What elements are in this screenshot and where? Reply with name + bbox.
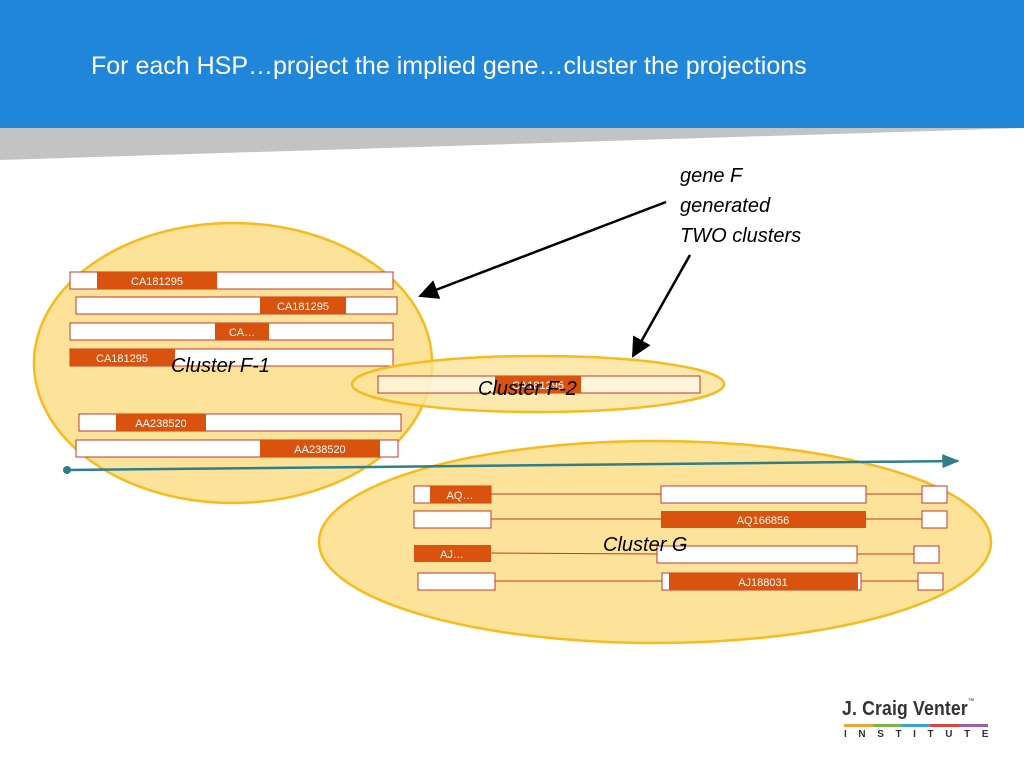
- hsp-bar: [215, 323, 269, 340]
- header-swoosh: [0, 128, 1024, 160]
- hsp-bar: [97, 272, 217, 289]
- hsp-bar: [495, 376, 581, 393]
- hsp-bar: [70, 349, 175, 366]
- hsp-bar: [260, 297, 346, 314]
- annotation-line-3: TWO clusters: [680, 225, 801, 247]
- exon-box: [917, 572, 944, 591]
- hsp-bar: [116, 414, 206, 431]
- hsp-label: CA181295: [96, 353, 148, 365]
- hsp-bar: [430, 486, 491, 503]
- hsp-label: AQ166856: [737, 515, 790, 527]
- hsp-label: AA238520: [294, 444, 345, 456]
- jcvi-logo: J. Craig Venter™ INSTITUTE: [842, 698, 992, 746]
- hsp-label: CA…: [229, 327, 255, 339]
- exon-box: [660, 485, 867, 504]
- hsp-bar: [414, 545, 491, 562]
- slide-title: For each HSP…project the implied gene…cl…: [91, 52, 807, 80]
- hsp-label: CA181295: [131, 276, 183, 288]
- exon-box: [921, 485, 948, 504]
- genome-axis: [66, 454, 960, 472]
- exon-box: [913, 545, 940, 564]
- annotation-line-1: gene F: [680, 165, 744, 187]
- logo-wordmark: J. Craig Venter™: [842, 698, 975, 720]
- cluster-g-projections: AQ… AQ166856 AJ… AJ188031: [413, 485, 948, 591]
- cluster-f1-projections: CA181295 CA181295 CA… CA181295 AA238520 …: [69, 271, 402, 458]
- genome-axis-start: [63, 466, 71, 474]
- hsp-label: AJ188031: [738, 577, 788, 589]
- hsp-label: CA181295: [277, 301, 329, 313]
- exon-box: [413, 510, 492, 529]
- exon-box: [417, 572, 496, 591]
- cluster-f1-label: Cluster F-1: [171, 355, 270, 377]
- hsp-bar: [669, 573, 858, 590]
- hsp-label: AJ…: [440, 549, 464, 561]
- exon-box: [921, 510, 948, 529]
- title-banner: [0, 0, 1024, 128]
- hsp-label: CA181295: [512, 380, 564, 392]
- arrow-to-cluster-f2: [631, 254, 692, 358]
- projection-outline: [75, 296, 398, 315]
- logo-color-stripes: [844, 724, 988, 727]
- cluster-f2-projection: CA181295: [377, 375, 701, 394]
- logo-subtitle: INSTITUTE: [844, 729, 1001, 740]
- cluster-f2-label: Cluster F-2: [478, 378, 577, 400]
- hsp-bar: [260, 440, 380, 457]
- hsp-label: AQ…: [447, 490, 474, 502]
- hsp-bar: [661, 511, 866, 528]
- exon-box: [656, 545, 858, 564]
- annotation-line-2: generated: [680, 195, 771, 217]
- cluster-g-label: Cluster G: [603, 534, 687, 556]
- intron-line: [490, 552, 658, 555]
- hsp-label: AA238520: [135, 418, 186, 430]
- arrow-to-cluster-f1: [418, 200, 667, 299]
